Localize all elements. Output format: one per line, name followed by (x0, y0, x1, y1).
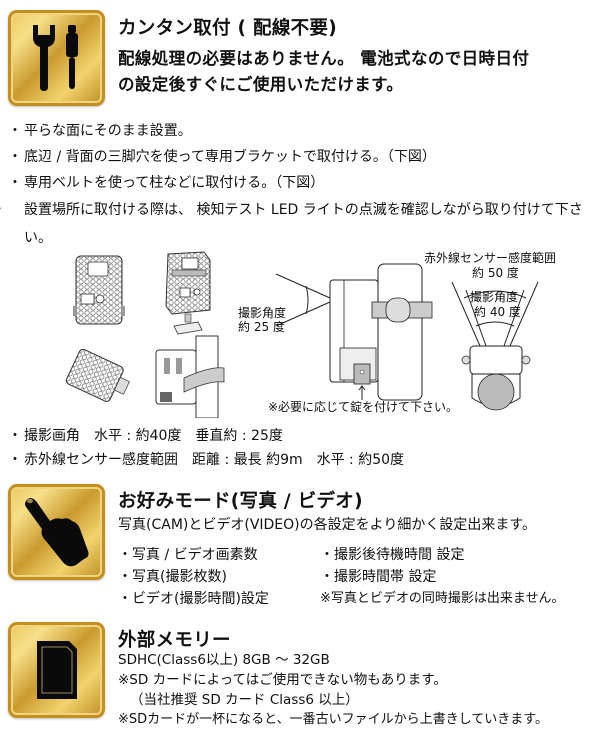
mode-right-column: ・撮影後待機時間 設定 ・撮影時間帯 設定 ※写真とビデオの同時撮影は出来ません… (320, 544, 565, 610)
list-item: ・撮影後待機時間 設定 (320, 547, 465, 563)
list-item: ・撮影時間帯 設定 (320, 569, 437, 585)
memory-details: SDHC(Class6以上) 8GB ～ 32GB ※SD カードによってはご使… (118, 650, 548, 730)
sd-card-icon (36, 641, 77, 699)
list-item: ・設置場所に取付ける際は、 検知テスト LED ライトの点滅を確認しながら取り付… (0, 202, 583, 246)
side-angle-label-2: 約 25 度 (238, 320, 285, 334)
sensor-range-label-1: 赤外線センサー感度範囲 (424, 251, 557, 265)
camera-mounting-illustrations (65, 251, 225, 418)
list-item: ・写真(撮影枚数) (118, 569, 227, 585)
memory-icon-tile (8, 622, 105, 718)
install-lead-line-2: の設定後すぐにご使用いただけます。 (118, 75, 404, 94)
list-item: ・ビデオ(撮影時間)設定 (118, 591, 269, 607)
memory-title: 外部メモリー (118, 630, 231, 651)
top-angle-label-1: 撮影角度 (470, 290, 519, 304)
memory-note-recommend: （当社推奨 SD カード Class6 以上） (130, 692, 359, 708)
mode-description: 写真(CAM)とビデオ(VIDEO)の各設定をより細かく設定出来ます。 (118, 517, 536, 533)
list-item: ・平らな面にそのまま設置。 (8, 123, 192, 139)
install-title: カンタン取付 ( 配線不要) (118, 18, 337, 39)
spec-item: ・撮影画角 水平 : 約40度 垂直約 : 25度 (8, 428, 283, 444)
install-spec-list: ・撮影画角 水平 : 約40度 垂直約 : 25度 ・赤外線センサー感度範囲 距… (8, 424, 598, 472)
mode-title: お好みモード(写真 / ビデオ) (118, 491, 363, 512)
list-item: ・写真 / ビデオ画素数 (118, 547, 258, 563)
pointing-hand-icon (24, 498, 88, 567)
camera-front-illustration (73, 255, 125, 325)
side-view-diagram (275, 263, 433, 401)
mode-icon-tile (8, 484, 105, 580)
top-view-diagram (451, 281, 539, 411)
wrench-screwdriver-icon (32, 25, 78, 91)
mode-left-column: ・写真 / ビデオ画素数 ・写真(撮影枚数) ・ビデオ(撮影時間)設定 (118, 544, 269, 610)
lock-note: ※必要に応じて錠を付けて下さい。 (268, 400, 459, 414)
install-icon-tile (8, 10, 105, 106)
camera-pole-belt-illustration (155, 335, 225, 418)
camera-tilted-illustration (65, 348, 130, 402)
list-item: ※写真とビデオの同時撮影は出来ません。 (320, 591, 565, 606)
list-item: ・専用ベルトを使って柱などに取付ける。（下図） (8, 175, 325, 191)
spec-item: ・赤外線センサー感度範囲 距離 : 最長 約9m 水平 : 約50度 (8, 452, 405, 468)
memory-note-overwrite: ※SDカードが一杯になると、一番古いファイルから上書きしていきます。 (118, 712, 548, 727)
side-angle-label-1: 撮影角度 (238, 306, 287, 320)
install-bullet-list: ・平らな面にそのまま設置。 ・底辺 / 背面の三脚穴を使って専用ブラケットで取付… (0, 118, 598, 252)
camera-bracket-illustration (165, 251, 211, 335)
top-angle-label-2: 約 40 度 (474, 305, 521, 319)
install-lead-line-1: 配線処理の必要はありません。 電池式なので日時日付 (118, 49, 530, 68)
memory-note-compat: ※SD カードによってはご使用できない物もあります。 (118, 672, 447, 688)
memory-capacity: SDHC(Class6以上) 8GB ～ 32GB (118, 652, 330, 668)
list-item: ・底辺 / 背面の三脚穴を使って専用ブラケットで取付ける。（下図） (8, 149, 436, 165)
sensor-range-label-2: 約 50 度 (472, 266, 519, 280)
